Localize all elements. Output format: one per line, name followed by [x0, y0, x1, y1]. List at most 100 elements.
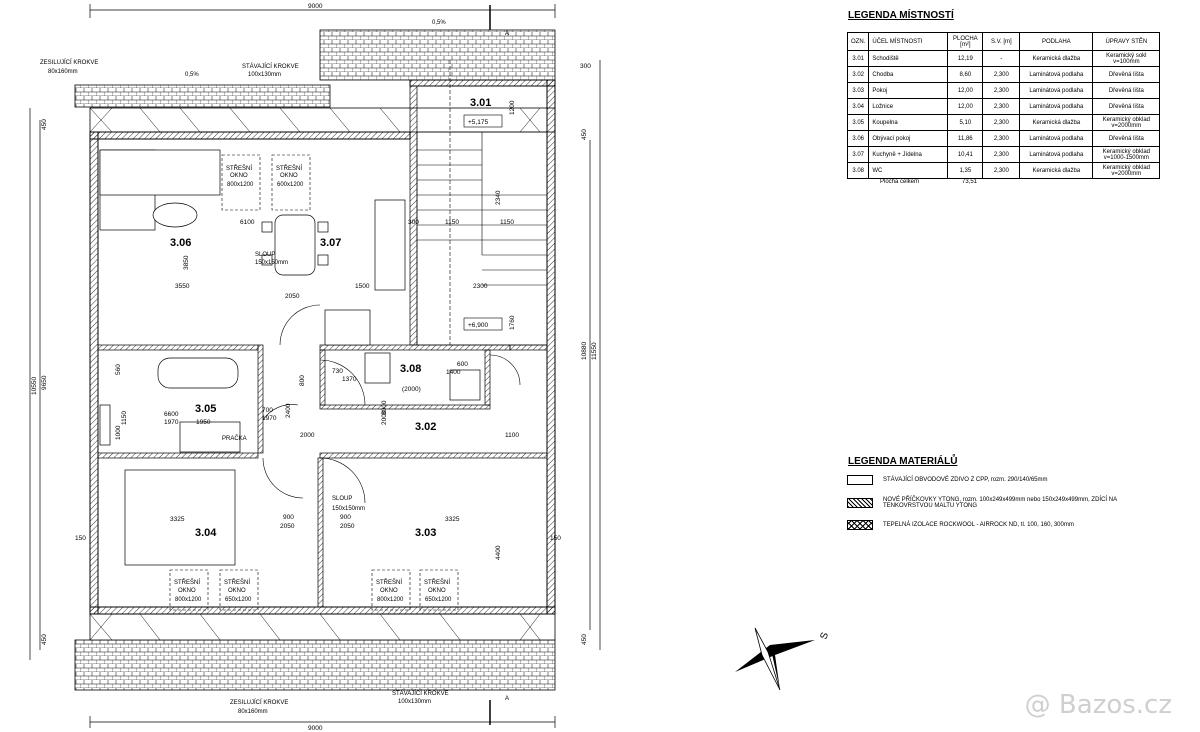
dim-1500: 1500: [355, 283, 370, 290]
dim-9650: 9650: [41, 375, 48, 390]
total-area-value: 73,51: [962, 179, 978, 185]
dim-bottom-width: 9000: [308, 725, 323, 732]
dim-1760: 1760: [509, 315, 516, 330]
cell: Keramická dlažba: [1019, 114, 1094, 131]
roof-window-5-label-2: OKNO: [380, 588, 398, 594]
cell: WC: [868, 162, 949, 179]
note-existing-rafters-top: STÁVAJÍCÍ KROKVE: [242, 63, 299, 70]
dim-1150-b: 1150: [500, 219, 514, 226]
dim-560: 560: [115, 364, 122, 375]
cell: 8,60: [947, 66, 984, 83]
note-column-2: SLOUP: [332, 496, 352, 502]
dim-3000: 3000: [381, 400, 388, 415]
roof-window-1-size: 800x1200: [227, 182, 254, 188]
cell: -: [982, 50, 1021, 67]
roof-window-6-label: STŘEŠNÍ: [424, 578, 450, 586]
dim-2000-c: 2000: [381, 410, 388, 425]
room-label-302: 3.02: [415, 421, 436, 433]
dim-450-c: 450: [581, 129, 588, 140]
col-header: ÚPRAVY STĚN: [1092, 32, 1161, 51]
cell: Dřevěná lišta: [1092, 66, 1161, 83]
note-reinforcing-rafters-size-bottom: 80x160mm: [238, 709, 268, 715]
compass-icon: [735, 627, 815, 691]
roof-window-4-label-2: OKNO: [228, 588, 246, 594]
cell: 5,10: [947, 114, 984, 131]
cell: Keramický obklad v=1000-1500mm: [1092, 146, 1161, 163]
material-label: TEPELNÁ IZOLACE ROCKWOOL - AIRROCK ND, t…: [883, 522, 1074, 528]
roof-window-5-label: STŘEŠNÍ: [376, 578, 402, 586]
level-marker-5175: +5,175: [468, 119, 488, 126]
room-label-301: 3.01: [470, 97, 491, 109]
roof-window-5-size: 800x1200: [377, 597, 404, 603]
room-label-305: 3.05: [195, 403, 216, 415]
dim-1200: 1200: [509, 100, 516, 115]
cell: Chodba: [868, 66, 949, 83]
dim-6600: 6600: [164, 411, 179, 418]
dim-1970-b: 1970: [262, 415, 277, 422]
cell: Pokoj: [868, 82, 949, 99]
roof-window-3-size: 800x1200: [175, 597, 202, 603]
dim-2000: 2000: [300, 432, 315, 439]
cell: Ložnice: [868, 98, 949, 115]
total-area-label: Plocha celkem: [880, 179, 920, 185]
cell: 1,35: [947, 162, 984, 179]
dim-1400: 1400: [446, 369, 461, 376]
dim-2300: 2300: [473, 283, 488, 290]
watermark: @ Bazos.cz: [1024, 690, 1172, 720]
cell: Dřevěná lišta: [1092, 98, 1161, 115]
note-reinforcing-rafters-size-top: 80x160mm: [48, 69, 78, 75]
dim-3850: 3850: [183, 255, 190, 270]
cell: Keramická dlažba: [1019, 50, 1094, 67]
room-label-306: 3.06: [170, 237, 191, 249]
cell: 2,300: [982, 146, 1021, 163]
cell: 2,300: [982, 130, 1021, 147]
cell: Laminátová podlaha: [1019, 66, 1094, 83]
dim-2340: 2340: [495, 190, 502, 205]
dim-2400: 2400: [285, 403, 292, 418]
section-a-bottom: A: [505, 696, 509, 702]
roof-window-4-label: STŘEŠNÍ: [224, 578, 250, 586]
cell: Laminátová podlaha: [1019, 82, 1094, 99]
dim-4400: 4400: [495, 545, 502, 560]
cell: Keramická dlažba: [1019, 162, 1094, 179]
dim-900-b: 900: [340, 514, 351, 521]
dim-3550: 3550: [175, 283, 190, 290]
level-marker-6900: +6,900: [468, 322, 488, 329]
note-existing-rafters-size-top: 100x130mm: [248, 72, 281, 78]
section-a-top: A: [505, 31, 509, 37]
compass-label: S: [818, 631, 831, 641]
cell: Laminátová podlaha: [1019, 130, 1094, 147]
dim-1970-a: 1970: [164, 419, 179, 426]
dim-600: 600: [457, 361, 468, 368]
note-slope-left: 0,5%: [185, 72, 199, 78]
cell: 12,00: [947, 82, 984, 99]
material-item-existing-wall: STÁVAJÍCÍ OBVODOVÉ ZDIVO Z CPP, rozm. 29…: [847, 475, 1048, 485]
dim-730: 730: [332, 368, 343, 375]
dim-10550: 10550: [31, 377, 38, 395]
dim-450-a: 450: [41, 119, 48, 130]
material-item-ytong: NOVÉ PŘÍČKOVKY YTONG, rozm. 100x249x499m…: [847, 497, 1167, 509]
material-swatch-plain: [847, 475, 873, 485]
materials-legend-title: LEGENDA MATERIÁLŮ: [848, 456, 958, 467]
cell: Dřevěná lišta: [1092, 82, 1161, 99]
dim-300: 300: [408, 219, 419, 226]
room-label-308: 3.08: [400, 363, 421, 375]
col-header: OZN.: [846, 32, 870, 51]
room-legend-title: LEGENDA MÍSTNOSTÍ: [848, 10, 954, 21]
dim-900-a: 900: [283, 514, 294, 521]
dim-2000-paren: (2000): [402, 386, 421, 393]
cell: 2,300: [982, 114, 1021, 131]
roof-window-4-size: 650x1200: [225, 597, 252, 603]
dim-700: 700: [262, 407, 273, 414]
roof-window-6-label-2: OKNO: [428, 588, 446, 594]
cell: Keramický obklad v=2000mm: [1092, 162, 1161, 179]
cell: 2,300: [982, 66, 1021, 83]
note-column-2-size: 150x150mm: [332, 506, 365, 512]
roof-window-6-size: 650x1200: [425, 597, 452, 603]
dim-300-b: 300: [580, 63, 591, 70]
cell: 2,300: [982, 98, 1021, 115]
